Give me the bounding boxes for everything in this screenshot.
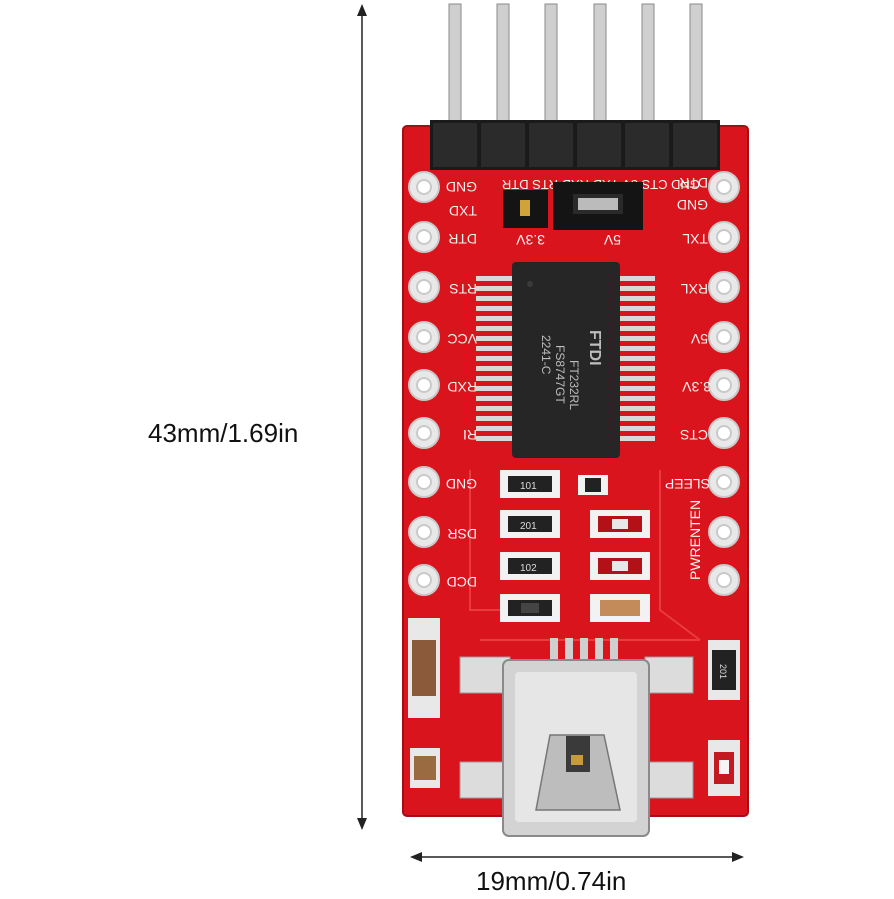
svg-text:RI: RI [463,427,477,443]
svg-text:201: 201 [718,664,728,679]
svg-text:GND: GND [446,179,477,195]
height-dimension-label: 43mm/1.69in [148,418,299,448]
ftdi-chip: FT232RL FS8747GT 2241-C FTDI [476,262,655,458]
height-dimension-line [357,4,367,830]
width-dimension-label: 19mm/0.74in [476,866,627,896]
header-pins [448,3,703,140]
jumper-label-3v3: 3.3V [516,232,545,248]
smd-components: 101 201 102 [408,470,740,796]
mini-usb-connector [459,638,694,837]
width-dimension-line [410,852,744,862]
svg-text:TXL: TXL [682,231,708,247]
svg-text:VCC: VCC [447,331,477,347]
svg-text:DTR: DTR [448,231,477,247]
svg-text:102: 102 [520,563,537,574]
svg-text:DTR: DTR [679,175,708,191]
chip-line-3: 2241-C [539,335,553,375]
left-pin-labels: GND TXD DTR RTS VCC RXD RI GND DSR DCD [446,179,477,590]
svg-text:RTS: RTS [449,281,477,297]
svg-text:RXL: RXL [681,281,708,297]
svg-text:TXD: TXD [449,203,477,219]
right-pin-labels: DTR GND TXL RXL 5V 3.3V CTS SLEEP PWRENT… [665,175,711,580]
pin-header-block [430,120,720,170]
svg-text:PWRENTEN: PWRENTEN [687,500,703,580]
svg-text:5V: 5V [690,331,708,347]
voltage-jumper [503,182,643,230]
svg-text:GND: GND [677,197,708,213]
chip-logo: FTDI [586,330,603,366]
left-pin-holes [408,171,440,596]
svg-text:SLEEP: SLEEP [665,476,710,492]
svg-text:101: 101 [520,481,537,492]
chip-line-2: FS8747GT [553,345,567,404]
svg-text:3.3V: 3.3V [682,379,711,395]
svg-text:RXD: RXD [447,379,477,395]
svg-text:CTS: CTS [680,427,708,443]
svg-text:GND: GND [446,476,477,492]
jumper-label-5v: 5V [603,232,621,248]
svg-text:201: 201 [520,521,537,532]
right-pin-holes [708,171,740,596]
chip-line-1: FT232RL [567,360,581,410]
svg-text:DSR: DSR [447,526,477,542]
svg-text:DCD: DCD [447,574,477,590]
